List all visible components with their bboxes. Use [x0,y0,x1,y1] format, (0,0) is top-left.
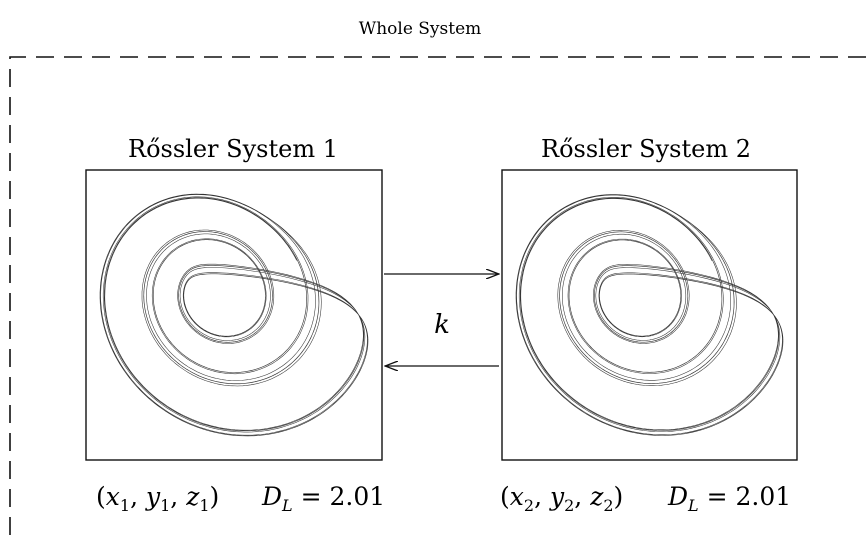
attractor-trajectory [99,193,369,437]
system-1-state-vector: (x1, y1, z1) [96,482,219,515]
system-2-box [501,169,798,461]
whole-system-boundary [9,56,867,535]
system-2-state-vector: (x2, y2, z2) [500,482,623,515]
system-1-label: Rőssler System 1 [128,135,338,163]
system-1-box [85,169,383,461]
system-2-label: Rőssler System 2 [541,135,751,163]
system-2-lyapunov-dimension: DL = 2.01 [667,482,791,515]
coupling-label: k [434,310,450,340]
system-1-lyapunov-dimension: DL = 2.01 [261,482,385,515]
attractor-trajectory [515,194,784,436]
whole-system-title: Whole System [359,19,482,39]
system-1-attractor [99,193,369,437]
system-2-attractor [515,194,784,436]
